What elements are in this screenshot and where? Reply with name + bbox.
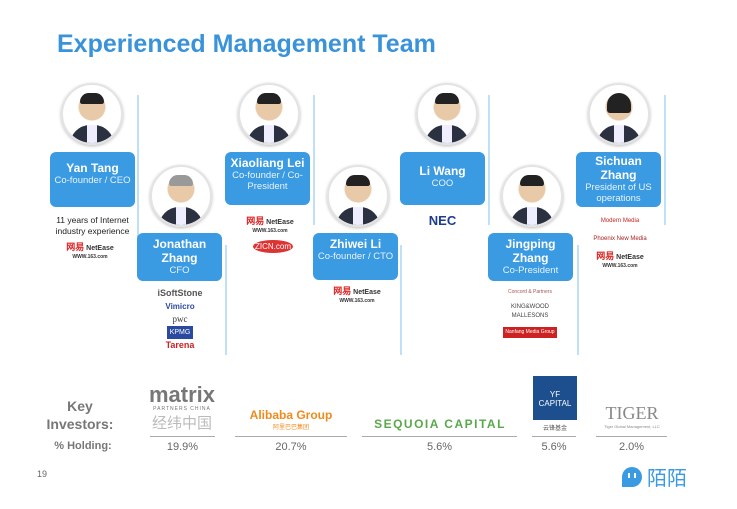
- member-name: Li Wang: [419, 164, 466, 178]
- holding-value: 5.6%: [541, 441, 567, 453]
- member-name: Jingping Zhang: [505, 237, 556, 265]
- divider: [313, 95, 315, 225]
- avatar: [327, 165, 389, 227]
- member-name: Zhiwei Li: [329, 237, 382, 251]
- member-role: President of US operations: [585, 182, 652, 204]
- divider: [137, 95, 139, 255]
- member-name: Yan Tang: [66, 161, 119, 175]
- member-role: COO: [431, 178, 454, 189]
- holding-value: 2.0%: [618, 441, 645, 453]
- company-logos: Modern Media Phoenix New Media 网易 NetEas…: [593, 218, 647, 269]
- underline: [235, 436, 347, 437]
- avatar: [238, 83, 300, 145]
- key-investors-label: Key Investors:: [46, 398, 114, 432]
- momo-logo-icon: [622, 466, 642, 487]
- team-card: Yan Tang Co-founder / CEO: [50, 152, 135, 207]
- member-name: Sichuan Zhang: [595, 154, 642, 182]
- member-role: CFO: [169, 265, 190, 276]
- team-card: Jingping Zhang Co-President: [488, 233, 573, 281]
- alibaba-logo: Alibaba Group 阿里巴巴集团: [249, 408, 333, 431]
- holding-label: % Holding:: [54, 440, 112, 452]
- team-card: Zhiwei Li Co-founder / CTO: [313, 233, 398, 280]
- company-logos: Concord & Partners KING&WOOD MALLESONS N…: [495, 288, 565, 338]
- divider: [225, 245, 227, 355]
- member-note: 11 years of Internet industry experience: [55, 215, 130, 236]
- avatar: [61, 83, 123, 145]
- member-role: Co-founder / CEO: [54, 175, 131, 186]
- company-logos: iSoftStone Vimicro pwc KPMG Tarena: [157, 288, 203, 350]
- matrix-logo: matrix PARTNERS CHINA 经纬中国: [148, 382, 216, 433]
- underline: [150, 436, 215, 437]
- underline: [596, 436, 667, 437]
- member-role: Co-President: [502, 265, 559, 276]
- avatar: [588, 83, 650, 145]
- team-card: Xiaoliang Lei Co-founder / Co-President: [225, 152, 310, 205]
- divider: [488, 95, 490, 225]
- yf-capital-logo: YF CAPITAL 云锋基金: [533, 376, 577, 432]
- holding-value: 19.9%: [166, 441, 199, 453]
- divider: [577, 245, 579, 355]
- team-card: Sichuan Zhang President of US operations: [576, 152, 661, 207]
- holding-value: 5.6%: [426, 441, 453, 453]
- divider: [664, 95, 666, 225]
- avatar: [150, 165, 212, 227]
- avatar: [416, 83, 478, 145]
- team-card: Li Wang COO: [400, 152, 485, 205]
- underline: [532, 436, 576, 437]
- team-card: Jonathan Zhang CFO: [137, 233, 222, 281]
- underline: [362, 436, 517, 437]
- member-role: Co-founder / Co-President: [232, 170, 303, 192]
- page-title: Experienced Management Team: [57, 30, 436, 58]
- page-number: 19: [37, 469, 48, 479]
- sequoia-logo: SEQUOIA CAPITAL: [374, 417, 506, 431]
- momo-brand: 陌陌: [622, 462, 687, 491]
- avatar: [501, 165, 563, 227]
- member-name: Xiaoliang Lei: [230, 156, 305, 170]
- holding-value: 20.7%: [275, 441, 307, 453]
- member-name: Jonathan Zhang: [152, 237, 207, 265]
- zicn-logo: ZICN.com: [253, 240, 293, 253]
- nec-logo: NEC: [428, 213, 457, 228]
- brand-name: 陌陌: [647, 468, 687, 490]
- member-role: Co-founder / CTO: [317, 251, 394, 262]
- tiger-logo: TIGER Tiger Global Management, LLC: [604, 403, 660, 429]
- divider: [400, 245, 402, 355]
